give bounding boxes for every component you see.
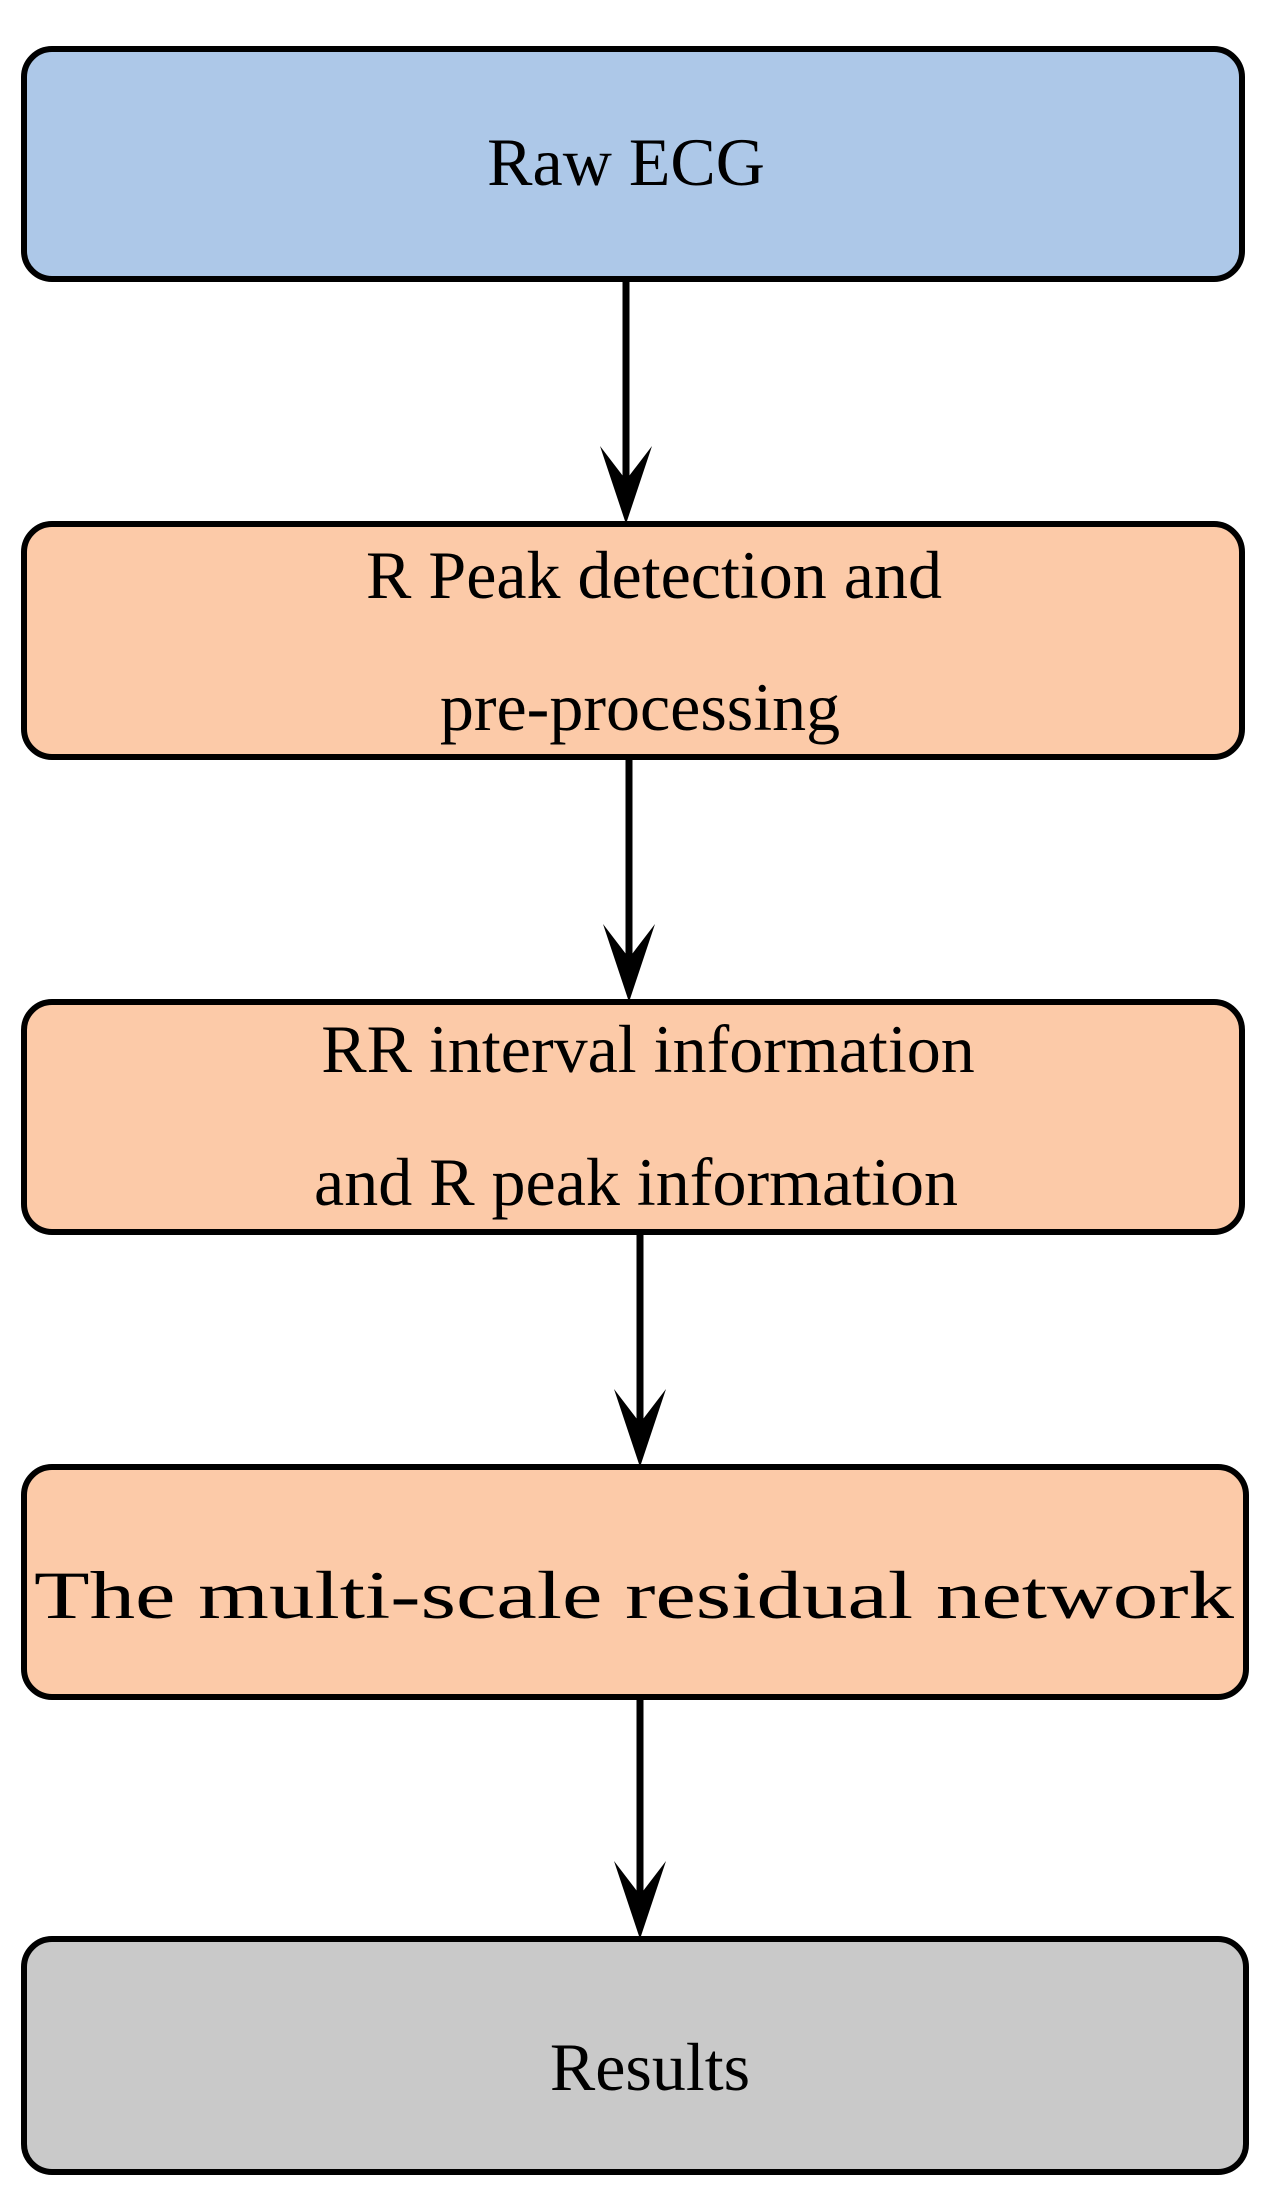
node-box bbox=[21, 521, 1245, 760]
node-label: Results bbox=[550, 2029, 750, 2105]
node-r-peak-detection: R Peak detection and pre-processing bbox=[21, 521, 1245, 760]
node-rr-interval: RR interval information and R peak inform… bbox=[21, 999, 1245, 1235]
arrowhead-icon bbox=[600, 446, 652, 524]
node-label: R Peak detection and bbox=[366, 537, 942, 613]
edge-rr-interval-to-multi-scale-resnet bbox=[614, 1232, 666, 1467]
node-label: pre-processing bbox=[440, 669, 840, 745]
node-results: Results bbox=[21, 1936, 1249, 2175]
node-label: Raw ECG bbox=[487, 124, 765, 200]
node-box bbox=[21, 46, 1245, 282]
node-box bbox=[21, 1464, 1249, 1700]
node-multi-scale-resnet: The multi-scale residual network bbox=[21, 1464, 1249, 1700]
node-box bbox=[21, 1936, 1249, 2175]
node-raw-ecg: Raw ECG bbox=[21, 46, 1245, 282]
node-label: The multi-scale residual network bbox=[34, 1557, 1234, 1633]
edge-r-peak-detection-to-rr-interval bbox=[603, 757, 655, 1002]
edge-multi-scale-resnet-to-results bbox=[614, 1697, 666, 1939]
node-label: and R peak information bbox=[314, 1144, 958, 1220]
node-box bbox=[21, 999, 1245, 1235]
node-label: RR interval information bbox=[321, 1011, 974, 1087]
arrowhead-icon bbox=[603, 924, 655, 1002]
arrowhead-icon bbox=[614, 1861, 666, 1939]
edge-raw-ecg-to-r-peak-detection bbox=[600, 279, 652, 524]
arrowhead-icon bbox=[614, 1389, 666, 1467]
